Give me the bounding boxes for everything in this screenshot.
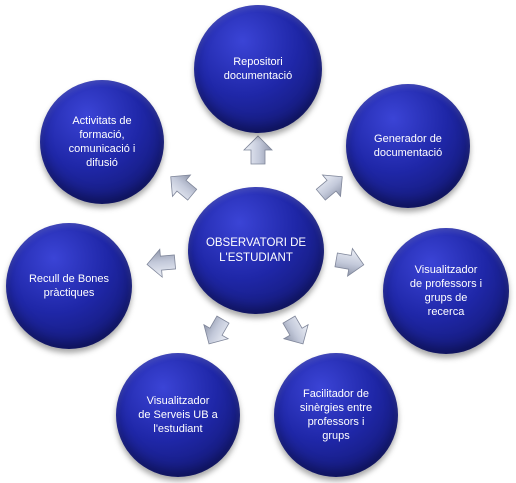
arrow-to-visualitzador-serveis xyxy=(203,315,230,345)
arrow-to-visualitzador-professors xyxy=(334,247,365,278)
node-label: Visualitzador de Serveis UB a l'estudian… xyxy=(138,395,218,435)
center-node-observatori: OBSERVATORI DE L'ESTUDIANT xyxy=(188,187,324,314)
node-activitats: Activitats de formació, comunicació i di… xyxy=(40,80,164,204)
center-node-label: OBSERVATORI DE L'ESTUDIANT xyxy=(205,236,307,264)
node-visualitzador-serveis: Visualitzador de Serveis UB a l'estudian… xyxy=(116,353,240,477)
node-recull: Recull de Bones pràctiques xyxy=(6,223,132,349)
node-generador: Generador de documentació xyxy=(346,84,470,208)
arrow-to-recull xyxy=(146,248,176,279)
node-visualitzador-professors: Visualitzador de professors i grups de r… xyxy=(383,228,509,354)
arrow-to-activitats xyxy=(170,174,198,201)
node-label: Repositori documentació xyxy=(223,56,293,82)
node-label: Recull de Bones pràctiques xyxy=(28,273,110,299)
arrow-to-facilitador xyxy=(282,315,309,345)
arrow-to-generador xyxy=(315,174,343,201)
node-label: Activitats de formació, comunicació i di… xyxy=(68,115,136,169)
node-label: Facilitador de sinèrgies entre professor… xyxy=(299,388,373,442)
node-label: Visualitzador de professors i grups de r… xyxy=(409,264,483,318)
node-label: Generador de documentació xyxy=(373,133,443,159)
node-facilitador: Facilitador de sinèrgies entre professor… xyxy=(274,353,398,477)
node-repositori: Repositori documentació xyxy=(194,5,322,133)
arrow-to-repositori xyxy=(243,135,273,165)
